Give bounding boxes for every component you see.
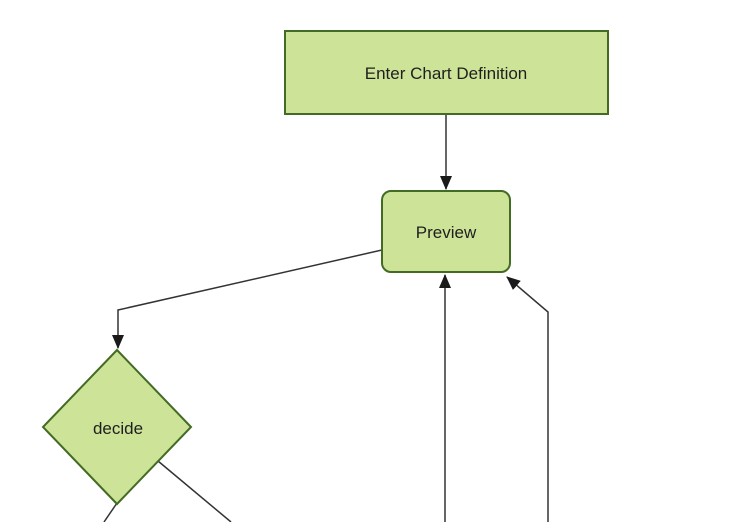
edge-preview-to-decide <box>112 249 383 349</box>
node-decide: decide <box>41 348 193 506</box>
edge-offscreen-bottom-right-to-preview <box>506 276 549 522</box>
node-preview-shape <box>381 190 511 273</box>
node-enter-chart-definition-label: Enter Chart Definition <box>365 64 528 83</box>
node-enter-chart-definition-shape <box>284 30 609 115</box>
node-decide-label: decide <box>93 419 143 438</box>
node-preview: Preview <box>381 190 511 273</box>
edge-decide-to-offscreen-bottom-right <box>157 460 232 522</box>
edge-decide-to-offscreen-bottom <box>103 502 118 522</box>
node-preview-label: Preview <box>416 223 477 242</box>
node-enter-chart-definition: Enter Chart Definition <box>284 30 609 115</box>
node-decide-shape <box>41 348 193 506</box>
